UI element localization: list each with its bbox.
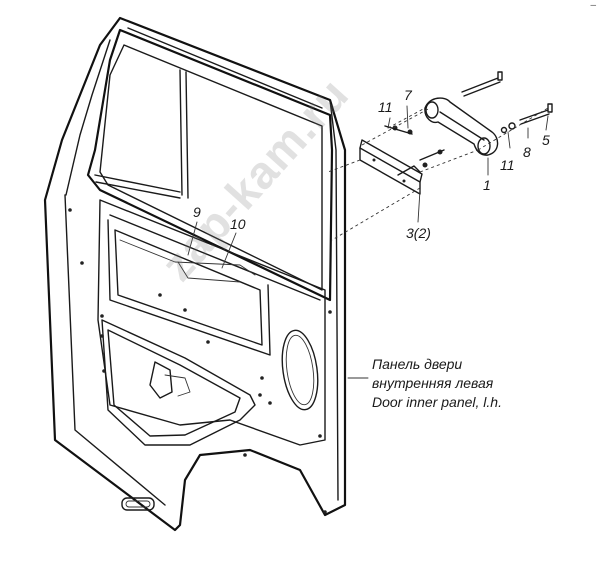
caption-line-ru-1: Панель двери [372, 356, 463, 372]
bottom-handle-slot [121, 497, 155, 511]
callout-1: 1 [483, 177, 491, 193]
callout-5: 5 [542, 132, 550, 148]
callout-11-left: 11 [378, 99, 393, 115]
oval-opening [281, 329, 319, 411]
caption-line-ru-2: внутренняя левая [372, 375, 494, 391]
callout-8: 8 [523, 144, 531, 160]
lower-cutout [101, 319, 256, 446]
corner-mark: – [590, 0, 596, 11]
callout-7: 7 [404, 87, 412, 103]
window-frame [86, 28, 334, 302]
inner-panel [97, 199, 326, 446]
grab-handle-1 [424, 97, 499, 156]
callout-9: 9 [193, 204, 201, 220]
screws-5 [461, 71, 553, 125]
callout-10: 10 [230, 216, 246, 232]
bracket-3 [359, 139, 423, 195]
callout-3-2: 3(2) [406, 225, 431, 241]
assembly-lines [327, 107, 549, 241]
callout-leaders [187, 105, 549, 379]
caption-line-en: Door inner panel, l.h. [372, 394, 502, 410]
part-caption: Панель двери внутренняя левая Door inner… [372, 355, 502, 412]
door-holes [68, 208, 332, 514]
callout-11-right: 11 [500, 157, 515, 173]
door-outer-shell [43, 16, 347, 532]
